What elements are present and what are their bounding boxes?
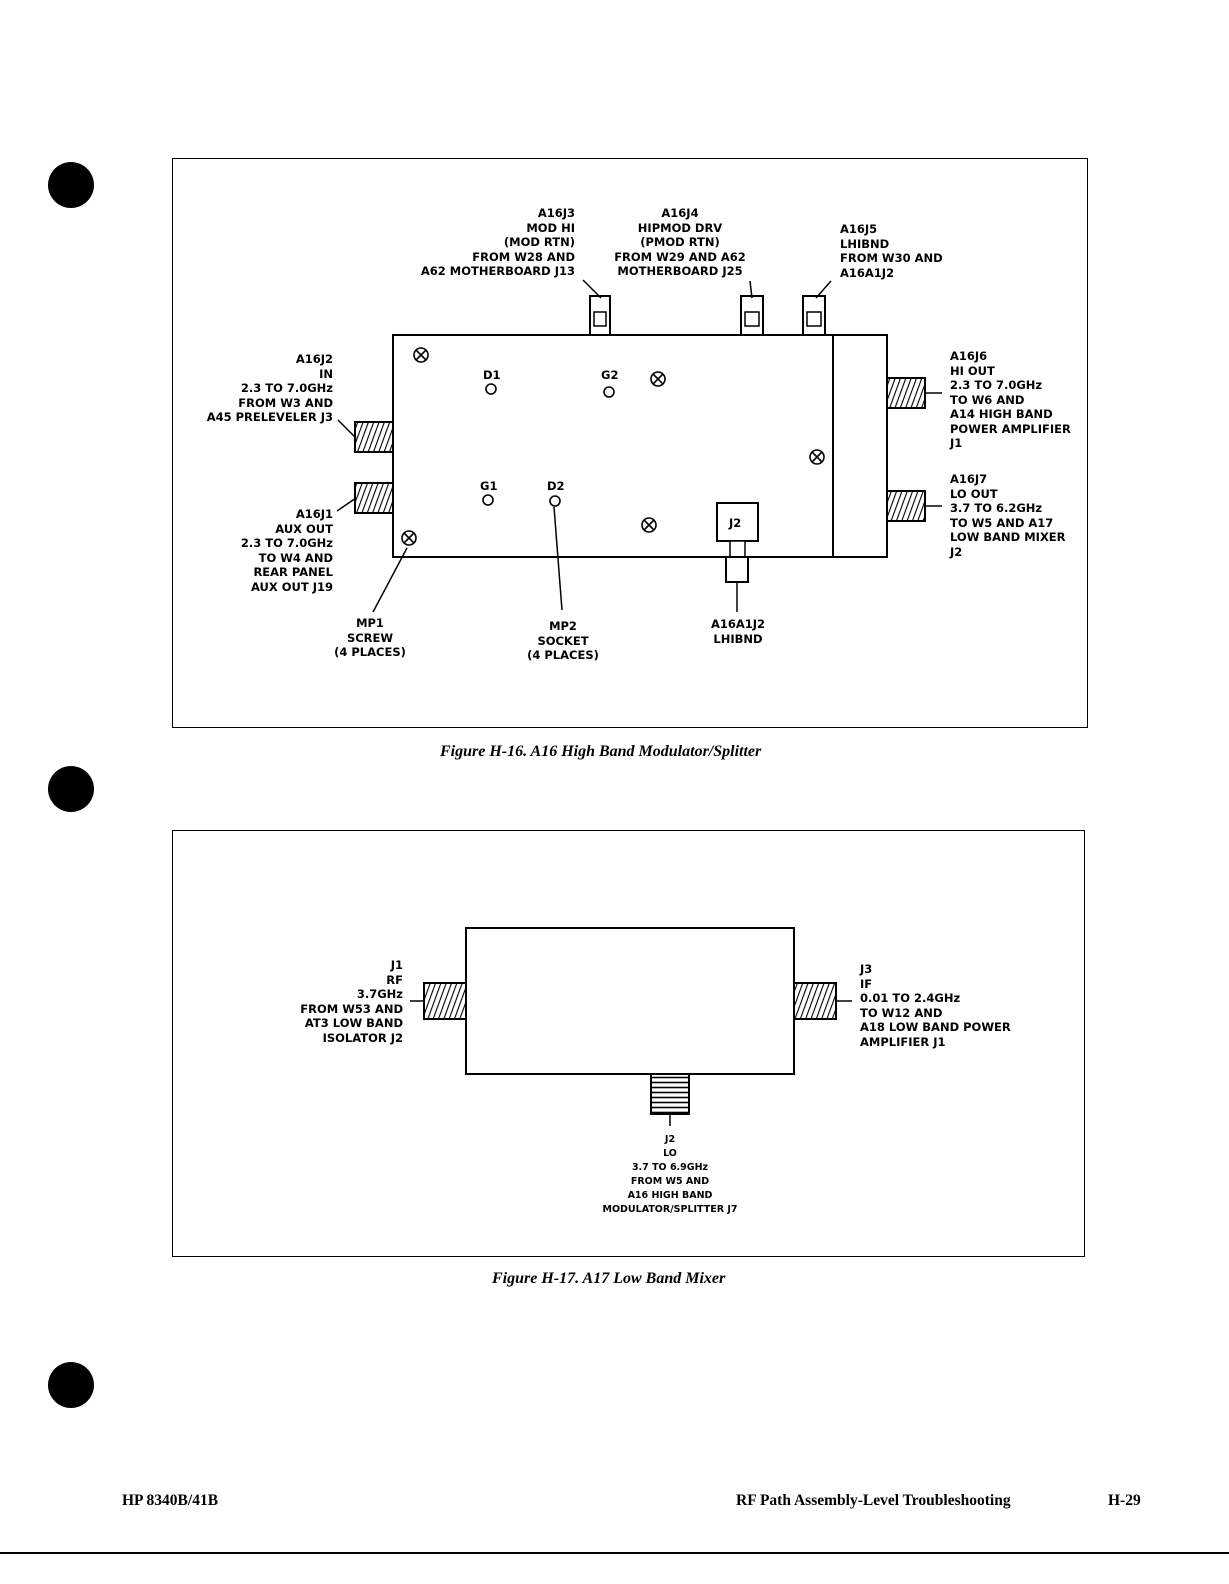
footer-section: RF Path Assembly-Level Troubleshooting bbox=[736, 1492, 1011, 1509]
label-a16j7: A16J7 LO OUT 3.7 TO 6.2GHz TO W5 AND A17… bbox=[950, 472, 1066, 559]
label-a16a1j2: A16A1J2 LHIBND bbox=[710, 617, 766, 646]
label-a17j1: J1 RF 3.7GHz FROM W53 AND AT3 LOW BAND I… bbox=[300, 958, 403, 1045]
label-g2: G2 bbox=[601, 368, 619, 382]
mp1-leader bbox=[372, 547, 408, 613]
figure-17-caption: Figure H-17. A17 Low Band Mixer bbox=[492, 1270, 726, 1287]
label-a16j6: A16J6 HI OUT 2.3 TO 7.0GHz TO W6 AND A14… bbox=[950, 349, 1071, 450]
connector-a17j1 bbox=[410, 982, 467, 1020]
connector-a16j6 bbox=[886, 377, 942, 409]
label-a17j3: J3 IF 0.01 TO 2.4GHz TO W12 AND A18 LOW … bbox=[860, 962, 1011, 1049]
connector-a16j5 bbox=[802, 280, 832, 336]
connector-a16j7 bbox=[886, 490, 942, 522]
figure-17-frame bbox=[172, 830, 1085, 1257]
connector-a16j2 bbox=[337, 419, 394, 453]
socket-icon bbox=[482, 383, 615, 507]
footer-page-number: H-29 bbox=[1108, 1492, 1141, 1509]
label-a16j4: A16J4 HIPMOD DRV (PMOD RTN) FROM W29 AND… bbox=[614, 206, 746, 278]
label-a16j2: A16J2 IN 2.3 TO 7.0GHz FROM W3 AND A45 P… bbox=[206, 352, 333, 424]
label-d1: D1 bbox=[483, 368, 501, 382]
connector-a16j1 bbox=[336, 482, 394, 514]
label-a17j2: J2 LO 3.7 TO 6.9GHz FROM W5 AND A16 HIGH… bbox=[602, 1134, 738, 1215]
footer-model: HP 8340B/41B bbox=[122, 1492, 219, 1509]
screw-icon bbox=[401, 347, 825, 546]
binder-hole-top bbox=[48, 162, 94, 208]
footer-rule bbox=[0, 1552, 1229, 1554]
label-d2: D2 bbox=[547, 479, 565, 493]
connector-a16j3 bbox=[582, 279, 611, 336]
label-inner-j2: J2 bbox=[729, 516, 742, 530]
label-a16j3: A16J3 MOD HI (MOD RTN) FROM W28 AND A62 … bbox=[420, 206, 575, 278]
figure-16-frame bbox=[172, 158, 1088, 728]
label-g1: G1 bbox=[480, 479, 498, 493]
label-a16j5: A16J5 LHIBND FROM W30 AND A16A1J2 bbox=[840, 222, 943, 280]
mp2-leader bbox=[553, 506, 563, 611]
modulator-body bbox=[392, 334, 888, 558]
binder-hole-middle bbox=[48, 766, 94, 812]
connector-a17j2 bbox=[650, 1073, 690, 1126]
label-a16j1: A16J1 AUX OUT 2.3 TO 7.0GHz TO W4 AND RE… bbox=[240, 507, 333, 594]
label-mp1: MP1 SCREW (4 PLACES) bbox=[334, 616, 406, 659]
connector-a17j3 bbox=[793, 982, 852, 1020]
connector-a16j4 bbox=[740, 280, 764, 336]
internal-connector-j2 bbox=[716, 502, 759, 612]
binder-hole-bottom bbox=[48, 1362, 94, 1408]
figure-16-caption: Figure H-16. A16 High Band Modulator/Spl… bbox=[440, 743, 762, 760]
label-mp2: MP2 SOCKET (4 PLACES) bbox=[527, 619, 599, 662]
